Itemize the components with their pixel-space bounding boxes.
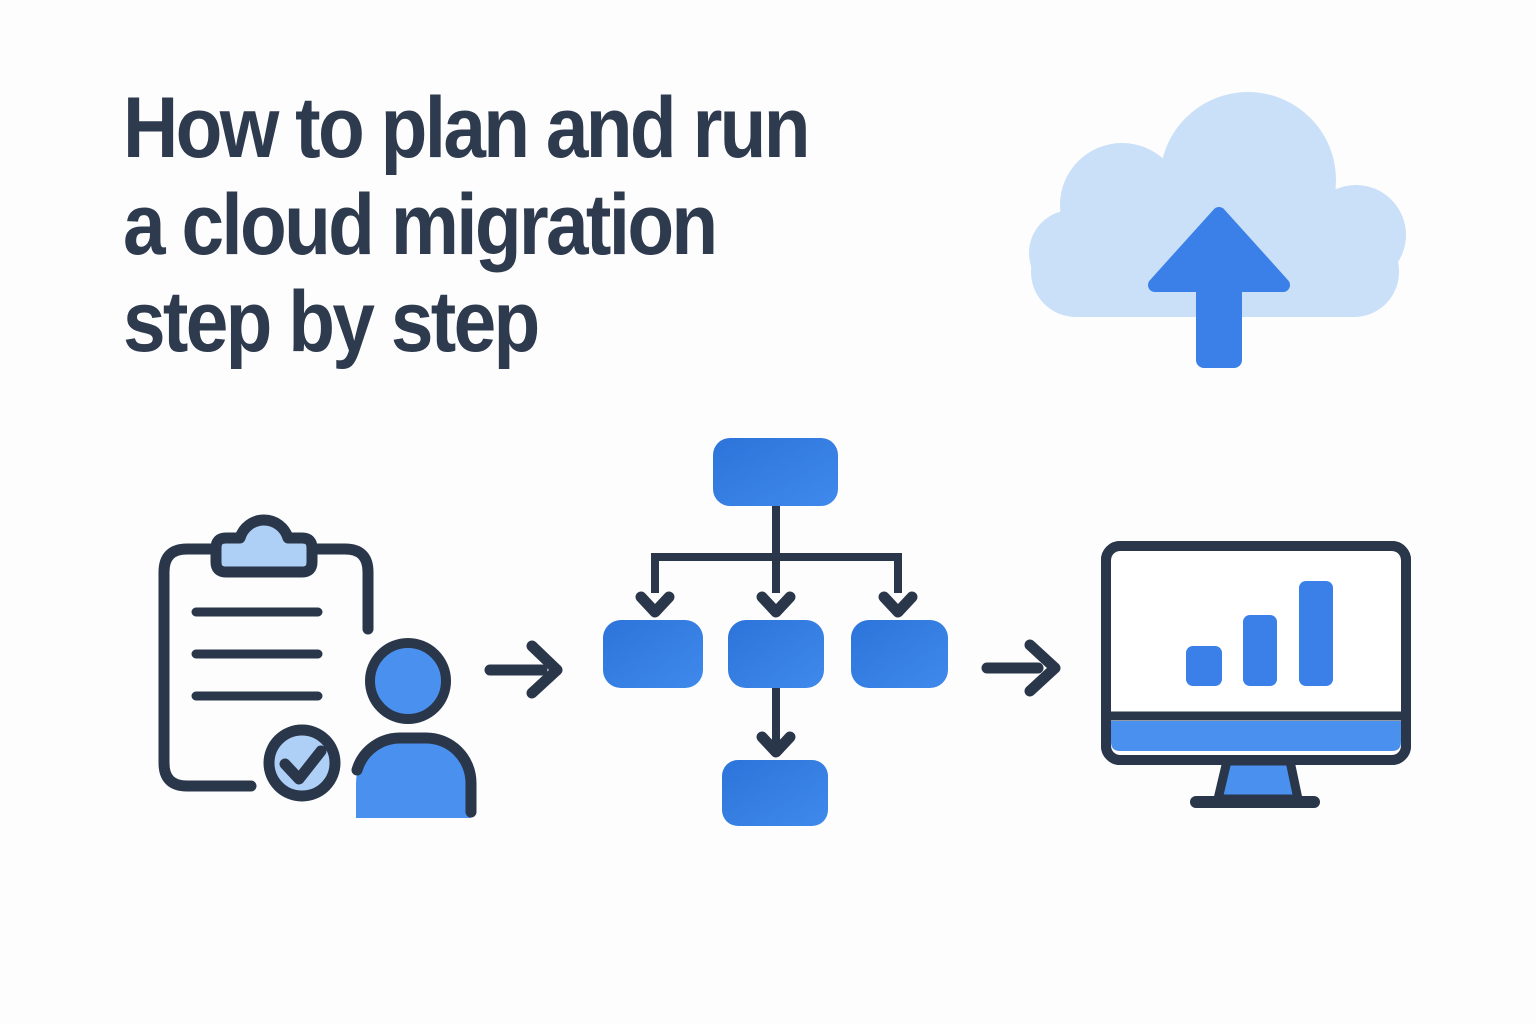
monitor-stand bbox=[1213, 756, 1303, 804]
monitor-chin bbox=[1111, 721, 1401, 751]
upload-arrow-icon bbox=[1148, 207, 1290, 368]
person-body-outline bbox=[351, 732, 477, 818]
bar-small bbox=[1186, 646, 1222, 686]
flowchart-node-bottom bbox=[722, 760, 828, 826]
flowchart-node-middle bbox=[728, 620, 824, 688]
check-circle bbox=[263, 724, 341, 802]
bar-large bbox=[1299, 581, 1333, 686]
title-line-1: How to plan and run bbox=[123, 80, 811, 176]
arrow-head bbox=[1024, 639, 1061, 697]
flowchart-node-right bbox=[851, 620, 948, 688]
person-head bbox=[365, 638, 451, 724]
person-body bbox=[356, 738, 471, 818]
arrow-head bbox=[526, 640, 563, 699]
flowchart-connectors bbox=[651, 506, 902, 744]
arrow-right-icon bbox=[981, 639, 1061, 697]
clipboard-clip bbox=[210, 514, 318, 578]
clipboard-outline bbox=[158, 543, 374, 792]
upload-arrow-stem bbox=[1196, 278, 1242, 368]
flowchart-icon bbox=[603, 438, 948, 826]
bar-medium bbox=[1243, 615, 1277, 686]
title-line-2: a cloud migration bbox=[123, 177, 718, 273]
title-line-3: step by step bbox=[123, 274, 540, 370]
clipboard-check-person-icon bbox=[158, 514, 477, 818]
flowchart-arrowheads bbox=[635, 591, 918, 758]
checklist-lines bbox=[191, 607, 323, 701]
monitor-bar-chart-icon bbox=[1101, 541, 1411, 808]
flowchart-node-top bbox=[713, 438, 838, 506]
check-mark-icon bbox=[279, 745, 327, 785]
flowchart-node-left bbox=[603, 620, 703, 688]
cloud-upload-icon bbox=[1029, 92, 1406, 368]
arrow-right-icon bbox=[484, 640, 563, 699]
monitor-base bbox=[1190, 796, 1320, 808]
bar-chart-icon bbox=[1186, 581, 1333, 686]
person-icon bbox=[351, 638, 477, 818]
